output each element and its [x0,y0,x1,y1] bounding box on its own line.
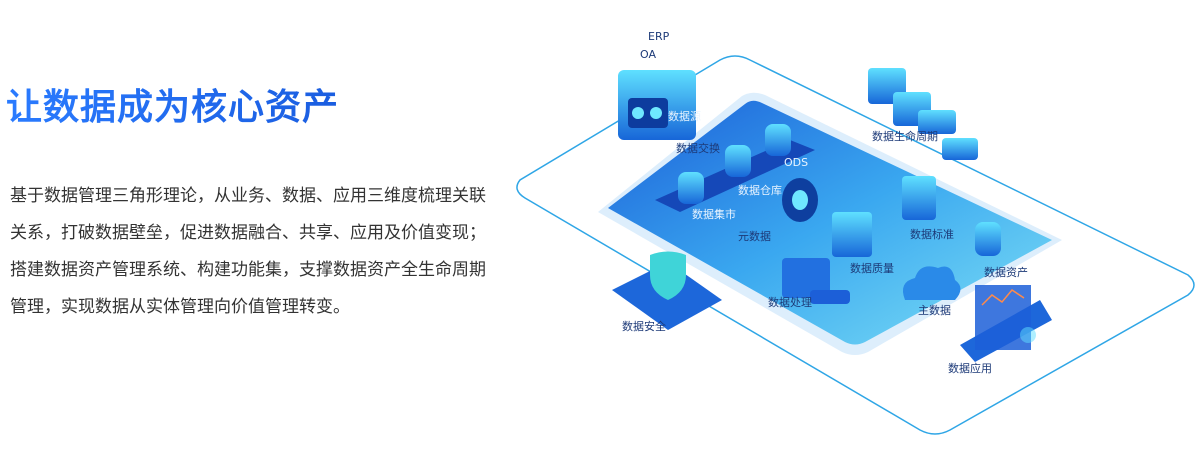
master-data-icon [902,266,961,300]
erp-label: ERP [648,30,670,43]
data-exchange-label: 数据交换 [676,141,720,155]
page-description: 基于数据管理三角形理论，从业务、数据、应用三维度梳理关联关系，打破数据壁垒，促进… [10,186,486,317]
data-source-node: 数据源 ERP OA [618,30,701,140]
data-warehouse-label: 数据仓库 [738,183,782,197]
database-icons [678,124,791,204]
person-icon [1020,327,1036,343]
ods-label: ODS [784,156,808,169]
data-asset-icon [975,222,1001,256]
master-data-label: 主数据 [918,303,951,317]
data-asset-illustration: 数据源 ERP OA 数据交换 数据集市 数据仓库 ODS 元数据 数据标准 数… [516,30,1195,435]
oa-label: OA [640,48,656,61]
data-lifecycle-node [868,68,978,160]
data-quality-label: 数据质量 [850,261,894,275]
data-application-label: 数据应用 [948,361,992,375]
data-quality-icon [832,212,872,257]
data-processing-label: 数据处理 [768,295,812,309]
data-lifecycle-label: 数据生命周期 [872,129,938,143]
data-processing-icon [782,258,830,298]
data-standard-label: 数据标准 [910,227,954,241]
data-standard-icon [902,176,936,220]
data-asset-label: 数据资产 [984,265,1028,279]
shield-icon [650,251,686,300]
flow-loop [516,55,1195,435]
data-source-label: 数据源 [668,109,701,123]
metadata-label: 元数据 [738,229,771,243]
data-mart-label: 数据集市 [692,207,736,221]
data-security-label: 数据安全 [622,319,666,333]
page-title: 让数据成为核心资产 [6,78,339,130]
